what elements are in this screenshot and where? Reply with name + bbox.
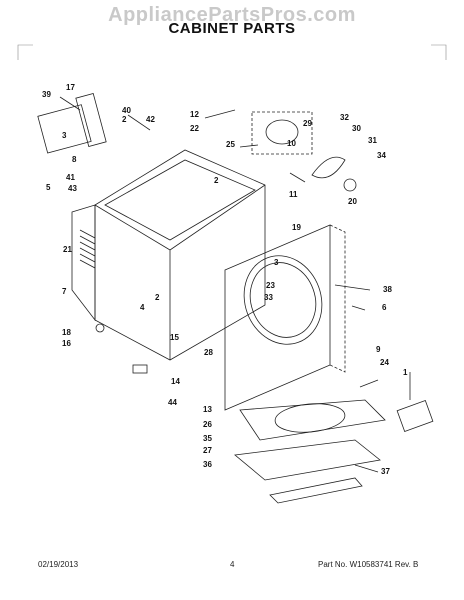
footer-date: 02/19/2013	[38, 560, 79, 569]
callout-31: 31	[368, 136, 377, 145]
callout-2: 2	[122, 115, 127, 124]
door-opening	[243, 255, 323, 345]
callout-12: 12	[190, 110, 199, 119]
page-title: CABINET PARTS	[168, 20, 296, 37]
callout-29: 29	[303, 119, 312, 128]
callout-5: 5	[46, 183, 51, 192]
callout-6: 6	[382, 303, 387, 312]
callout-13: 13	[203, 405, 212, 414]
callout-15: 15	[170, 333, 179, 342]
callout-28: 28	[204, 348, 213, 357]
callout-19: 19	[292, 223, 301, 232]
callout-17: 17	[66, 83, 75, 92]
callout-1: 1	[403, 368, 408, 377]
callout-18: 18	[62, 328, 71, 337]
mounting-bracket	[37, 104, 92, 154]
crop-marks	[17, 44, 447, 60]
callout-11: 11	[289, 190, 298, 199]
callout-2: 2	[155, 293, 160, 302]
callout-24: 24	[380, 358, 389, 367]
front-panel-shadow	[329, 224, 346, 373]
toe-kick	[269, 477, 363, 504]
watermark: AppliancePartsPros.com	[108, 4, 356, 26]
callout-35: 35	[203, 434, 212, 443]
callout-9: 9	[376, 345, 381, 354]
belt	[311, 156, 346, 179]
callout-3: 3	[274, 258, 279, 267]
footer-page: 4	[230, 560, 235, 569]
callout-27: 27	[203, 446, 212, 455]
louvers	[79, 229, 96, 269]
callout-32: 32	[340, 113, 349, 122]
motor-bracket	[251, 111, 313, 155]
callout-20: 20	[348, 197, 357, 206]
callout-38: 38	[383, 285, 392, 294]
cabinet-top-frame	[104, 159, 256, 241]
callout-41: 41	[66, 173, 75, 182]
drive-motor	[265, 119, 299, 145]
idler-pulley	[343, 178, 357, 192]
cabinet-front-edge	[94, 184, 266, 360]
toe-clip	[132, 364, 148, 374]
callout-37: 37	[381, 467, 390, 476]
callout-4: 4	[140, 303, 145, 312]
base-opening	[274, 403, 346, 433]
callout-14: 14	[171, 377, 180, 386]
cabinet-outline	[94, 149, 266, 361]
callout-7: 7	[62, 287, 67, 296]
callout-44: 44	[168, 398, 177, 407]
callout-25: 25	[226, 140, 235, 149]
bottom-frame	[234, 439, 381, 481]
callout-34: 34	[377, 151, 386, 160]
callout-3: 3	[62, 131, 67, 140]
callout-21: 21	[63, 245, 72, 254]
callout-42: 42	[146, 115, 155, 124]
front-panel	[224, 224, 331, 411]
callout-43: 43	[68, 184, 77, 193]
callout-26: 26	[203, 420, 212, 429]
base-panel	[239, 399, 386, 441]
callout-16: 16	[62, 339, 71, 348]
control-housing	[75, 93, 107, 147]
callout-22: 22	[190, 124, 199, 133]
door-seal	[249, 262, 317, 338]
callout-39: 39	[42, 90, 51, 99]
left-side-panel	[71, 204, 96, 322]
callout-36: 36	[203, 460, 212, 469]
callout-23: 23	[266, 281, 275, 290]
foot	[95, 323, 105, 333]
footer-part-number: Part No. W10583741 Rev. B	[318, 560, 419, 569]
callout-10: 10	[287, 139, 296, 148]
callout-2: 2	[214, 176, 219, 185]
callout-33: 33	[264, 293, 273, 302]
access-cover	[396, 400, 434, 432]
callout-40: 40	[122, 106, 131, 115]
callout-8: 8	[72, 155, 77, 164]
callout-30: 30	[352, 124, 361, 133]
